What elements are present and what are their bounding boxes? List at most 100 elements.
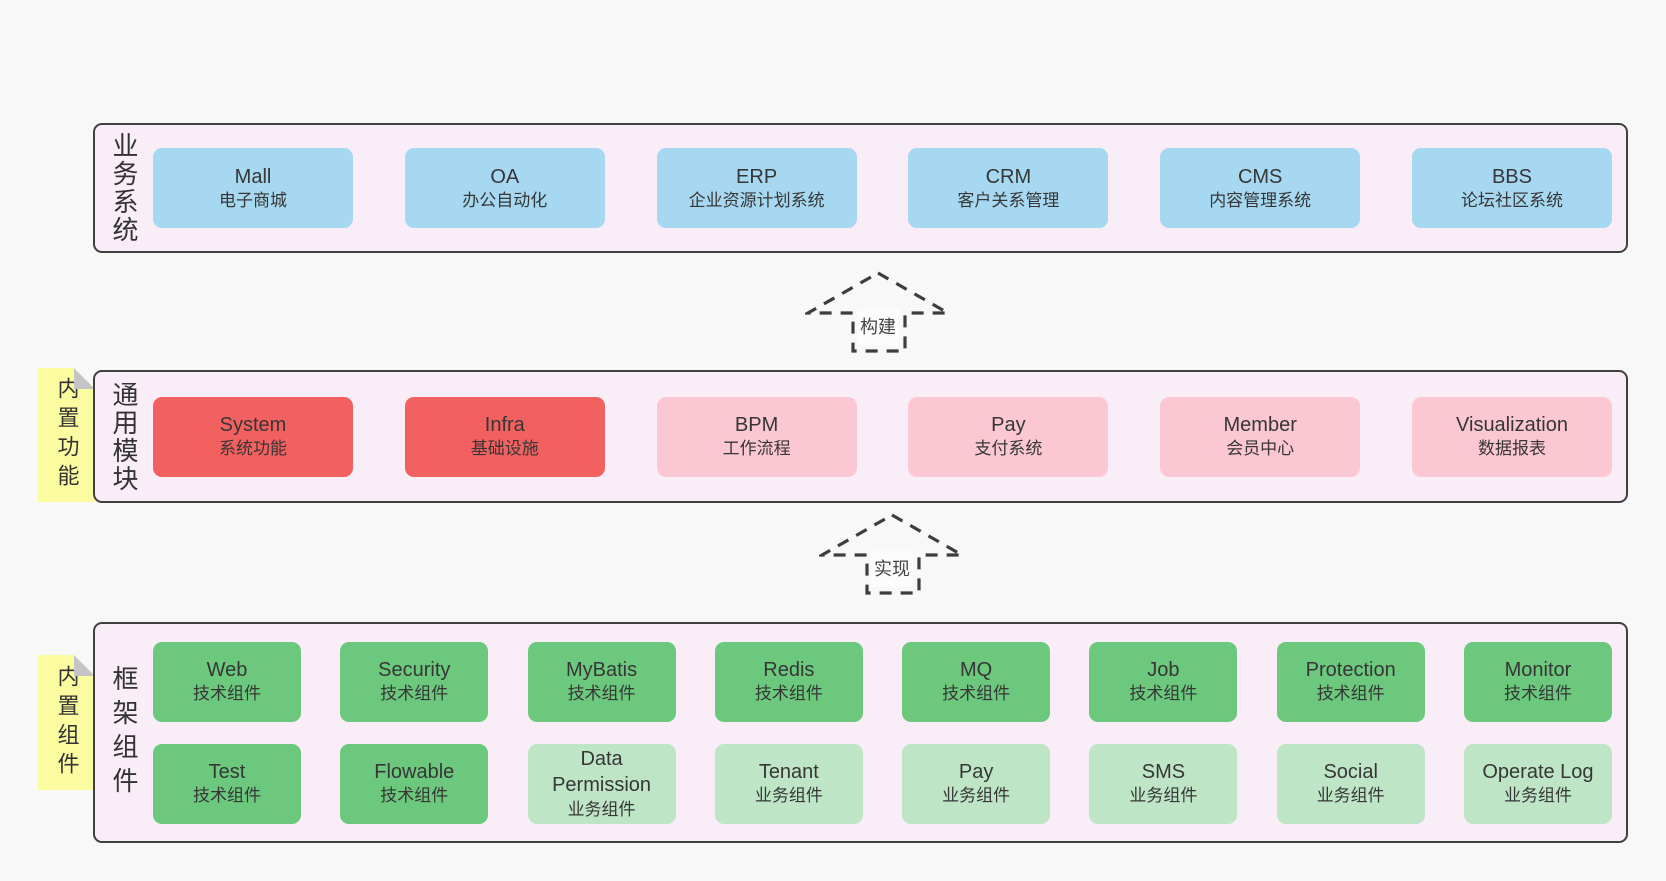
box-subtitle: 电子商城 [219,190,287,210]
box-pay-component: Pay 业务组件 [902,743,1051,824]
box-title: OA [490,165,520,188]
sticky-built-in-components: 内置组件 [38,655,95,790]
box-subtitle: 业务组件 [567,799,636,819]
box-subtitle: 办公自动化 [462,190,548,210]
box-subtitle: 工作流程 [722,439,791,459]
box-title: Flowable [374,761,455,784]
section-label-text: 框架组件 [109,664,139,801]
arrow-build-up: 构建 [805,271,951,353]
box-monitor: Monitor 技术组件 [1463,641,1612,722]
box-title: ERP [736,165,778,188]
box-title: Protection [1305,659,1396,682]
box-security: Security 技术组件 [340,641,489,722]
box-title: Mall [234,165,272,188]
business-systems-boxes: Mall 电子商城 OA 办公自动化 ERP 企业资源计划系统 CRM 客户关系… [153,125,1626,251]
box-title: Data Permission [552,747,652,797]
arrow-implement-label: 实现 [874,559,910,579]
box-title: Job [1147,659,1180,682]
box-title: Infra [484,414,525,437]
box-system: System 系统功能 [153,396,353,477]
box-visualization: Visualization 数据报表 [1411,396,1612,477]
box-subtitle: 技术组件 [754,684,823,704]
box-subtitle: 内容管理系统 [1209,190,1312,210]
box-subtitle: 技术组件 [380,786,449,806]
block-arrow-up-outline [805,271,951,353]
box-tenant: Tenant 业务组件 [714,743,863,824]
box-subtitle: 技术组件 [1316,684,1385,704]
box-subtitle: 数据报表 [1477,439,1546,459]
box-mybatis: MyBatis 技术组件 [527,641,676,722]
arrow-implement-up: 实现 [819,513,965,595]
box-title: Pay [958,761,994,784]
box-bpm: BPM 工作流程 [656,396,857,477]
box-bbs: BBS 论坛社区系统 [1411,148,1612,228]
box-title: Web [206,659,248,682]
box-pay-module: Pay 支付系统 [908,396,1109,477]
box-title: CRM [985,165,1032,188]
section-common-modules: 通用模块 System 系统功能 Infra 基础设施 BPM 工作流程 Pay… [93,370,1628,503]
box-title: Visualization [1456,414,1568,437]
section-label-common-modules: 通用模块 [95,372,153,501]
box-title: CMS [1237,165,1283,188]
sticky-text: 内置功能 [54,377,80,493]
box-subtitle: 业务组件 [754,786,823,806]
components-row-2: Test 技术组件 Flowable 技术组件 Data Permission … [153,743,1612,824]
section-label-text: 业务系统 [109,132,139,244]
box-subtitle: 企业资源计划系统 [688,190,825,210]
box-title: Security [378,659,451,682]
box-subtitle: 技术组件 [567,684,636,704]
box-subtitle: 客户关系管理 [957,190,1060,210]
box-cms: CMS 内容管理系统 [1160,148,1361,228]
box-title: SMS [1141,761,1186,784]
box-title: Redis [763,659,815,682]
box-subtitle: 技术组件 [193,786,261,806]
box-mq: MQ 技术组件 [902,641,1051,722]
box-web: Web 技术组件 [153,641,301,722]
section-label-framework-components: 框架组件 [95,624,153,841]
box-infra: Infra 基础设施 [404,396,605,477]
box-subtitle: 业务组件 [1129,786,1198,806]
box-title: Monitor [1504,659,1572,682]
box-title: MyBatis [566,659,638,682]
box-oa: OA 办公自动化 [404,148,605,228]
box-title: Member [1223,414,1297,437]
arrow-label-bg [871,551,913,587]
arrow-label-bg [857,309,899,345]
arrow-build-label: 构建 [860,317,896,337]
section-framework-components: 框架组件 Web 技术组件 Security 技术组件 MyBatis 技术组件… [93,622,1628,843]
common-modules-boxes: System 系统功能 Infra 基础设施 BPM 工作流程 Pay 支付系统… [153,372,1626,501]
framework-components-boxes: Web 技术组件 Security 技术组件 MyBatis 技术组件 Redi… [153,624,1626,841]
box-subtitle: 技术组件 [1129,684,1198,704]
box-title: MQ [960,659,993,682]
box-subtitle: 技术组件 [380,684,449,704]
block-arrow-up-outline [819,513,965,595]
box-mall: Mall 电子商城 [153,148,353,228]
box-flowable: Flowable 技术组件 [340,743,489,824]
sticky-built-in-features: 内置功能 [38,368,95,502]
box-operate-log: Operate Log 业务组件 [1463,743,1612,824]
section-label-business-systems: 业务系统 [95,125,153,251]
box-crm: CRM 客户关系管理 [908,148,1109,228]
box-subtitle: 业务组件 [1503,786,1572,806]
box-title: BPM [734,414,779,437]
box-data-permission: Data Permission 业务组件 [527,743,676,824]
box-subtitle: 基础设施 [470,439,539,459]
box-subtitle: 技术组件 [1503,684,1572,704]
box-title: Test [208,761,246,784]
box-subtitle: 论坛社区系统 [1460,190,1563,210]
components-row-1: Web 技术组件 Security 技术组件 MyBatis 技术组件 Redi… [153,641,1612,722]
box-social: Social 业务组件 [1276,743,1425,824]
box-sms: SMS 业务组件 [1089,743,1238,824]
box-title: Operate Log [1482,761,1594,784]
section-label-text: 通用模块 [109,380,139,493]
box-title: Social [1323,761,1378,784]
box-subtitle: 技术组件 [942,684,1011,704]
box-subtitle: 支付系统 [974,439,1043,459]
section-business-systems: 业务系统 Mall 电子商城 OA 办公自动化 ERP 企业资源计划系统 CRM… [93,123,1628,253]
box-protection: Protection 技术组件 [1276,641,1425,722]
box-erp: ERP 企业资源计划系统 [656,148,857,228]
box-subtitle: 业务组件 [942,786,1011,806]
folded-corner [74,368,95,389]
box-subtitle: 系统功能 [219,439,287,459]
box-subtitle: 业务组件 [1316,786,1385,806]
